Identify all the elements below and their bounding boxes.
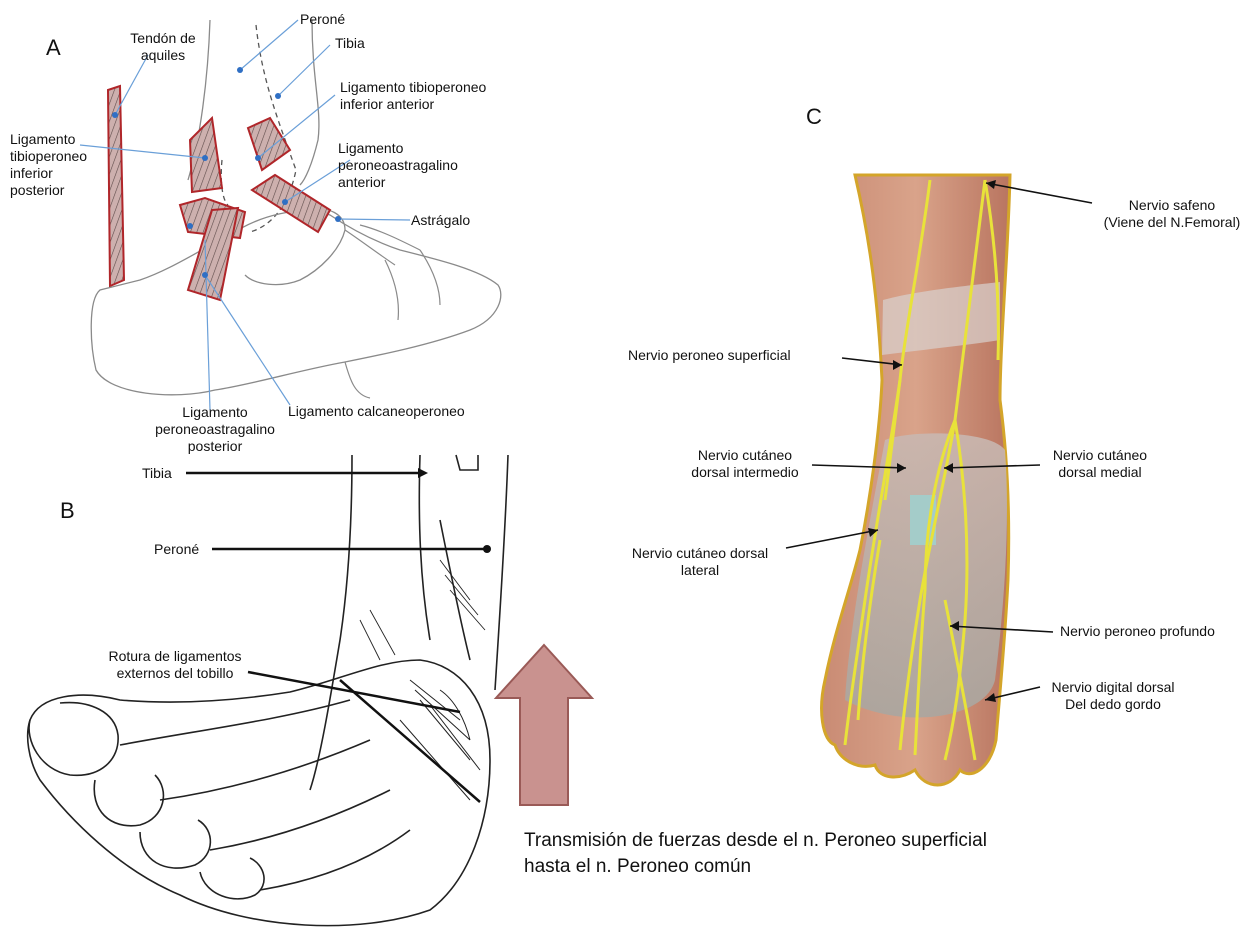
label-b-perone: Peroné	[154, 541, 199, 558]
calcaneus-outline	[91, 211, 501, 395]
label-nervio-cutaneo-lateral: Nervio cutáneo dorsal lateral	[615, 545, 785, 579]
label-tendon-aquiles: Tendón de aquiles	[113, 30, 213, 64]
ligament-tibioperoneo-posterior	[190, 118, 222, 192]
label-b-tibia: Tibia	[142, 465, 172, 482]
panel-b-leaders	[186, 473, 487, 802]
fibula-posterior-dashed	[221, 160, 228, 205]
label-nervio-cutaneo-medial: Nervio cutáneo dorsal medial	[1040, 447, 1160, 481]
toe-2	[94, 775, 163, 826]
toe-4	[200, 858, 264, 899]
perone-pointer-tip	[483, 545, 491, 553]
label-lig-peroneoastragalino-posterior: Ligamento peroneoastragalino posterior	[140, 404, 290, 455]
panel-c-illustration	[822, 175, 1010, 785]
tarsal-lines	[345, 225, 440, 398]
label-lig-tibioperoneo-posterior: Ligamento tibioperoneo inferior posterio…	[10, 131, 87, 199]
toe-1	[29, 703, 118, 776]
leg-outline-right	[495, 455, 508, 690]
force-arrow-up	[496, 645, 592, 805]
label-a-perone: Peroné	[300, 11, 345, 28]
toe-3	[140, 820, 210, 868]
label-lig-calcaneoperoneo: Ligamento calcaneoperoneo	[288, 403, 465, 420]
ligament-tear-sketch	[400, 680, 480, 800]
panel-c-letter: C	[806, 104, 822, 130]
panel-a-illustration	[91, 20, 501, 398]
label-rotura-ligamentos: Rotura de ligamentos externos del tobill…	[95, 648, 255, 682]
panel-a-letter: A	[46, 35, 61, 61]
ligament-tibioperoneo-anterior	[248, 118, 290, 170]
leg-inner-lines	[419, 455, 478, 660]
tibia-pointer-tip	[418, 468, 428, 478]
label-nervio-peroneo-profundo: Nervio peroneo profundo	[1060, 623, 1215, 640]
label-a-tibia: Tibia	[335, 35, 365, 52]
ligament-peroneoastragalino-anterior	[252, 175, 330, 232]
label-astragalo: Astrágalo	[411, 212, 470, 229]
label-lig-tibioperoneo-anterior: Ligamento tibioperoneo inferior anterior	[340, 79, 486, 113]
figure-caption: Transmisión de fuerzas desde el n. Peron…	[524, 828, 987, 880]
label-nervio-digital-dorsal: Nervio digital dorsal Del dedo gordo	[1038, 679, 1188, 713]
leg-outline-left	[310, 455, 352, 790]
label-nervio-safeno: Nervio safeno (Viene del N.Femoral)	[1087, 197, 1242, 231]
panel-b-letter: B	[60, 498, 75, 524]
label-lig-peroneoastragalino-anterior: Ligamento peroneoastragalino anterior	[338, 140, 458, 191]
foot-outline	[28, 660, 490, 926]
label-nervio-peroneo-superficial: Nervio peroneo superficial	[628, 347, 791, 364]
panel-b-illustration	[28, 455, 508, 926]
label-nervio-cutaneo-intermedio: Nervio cutáneo dorsal intermedio	[675, 447, 815, 481]
